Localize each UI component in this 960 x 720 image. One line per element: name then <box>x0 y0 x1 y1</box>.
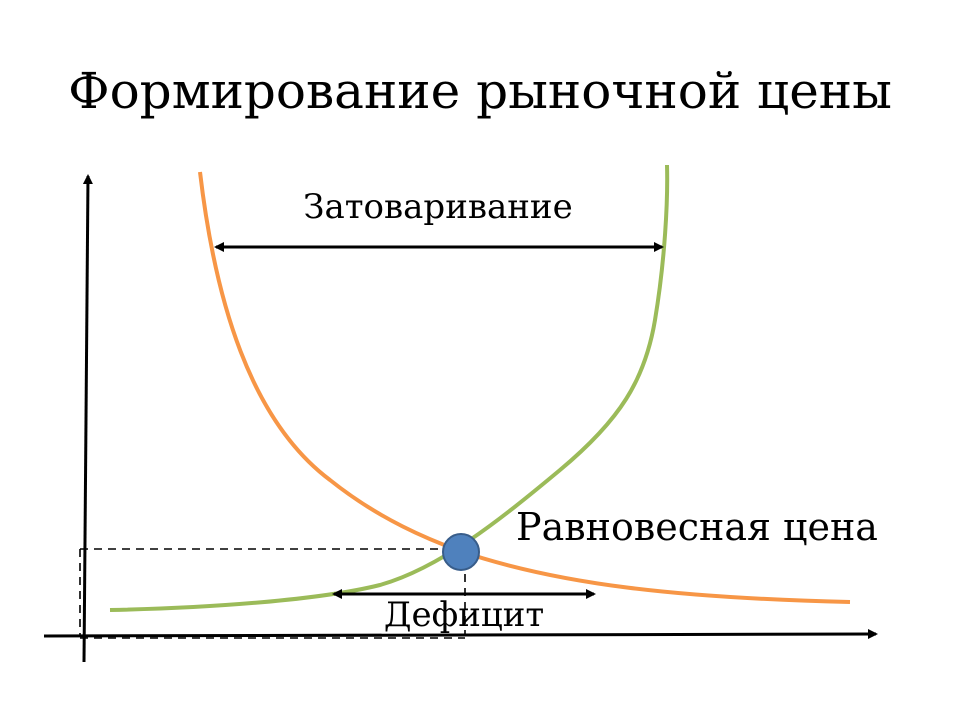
x-axis <box>43 629 878 640</box>
supply-curve <box>109 164 670 612</box>
y-axis <box>82 174 93 663</box>
deficit-label: Дефицит <box>384 595 544 635</box>
surplus-label: Затоваривание <box>303 187 572 227</box>
equilibrium-label: Равновесная цена <box>516 505 878 549</box>
demand-curve <box>198 171 851 604</box>
equilibrium-point-icon <box>442 533 480 571</box>
slide-title: Формирование рыночной цены <box>68 62 892 120</box>
